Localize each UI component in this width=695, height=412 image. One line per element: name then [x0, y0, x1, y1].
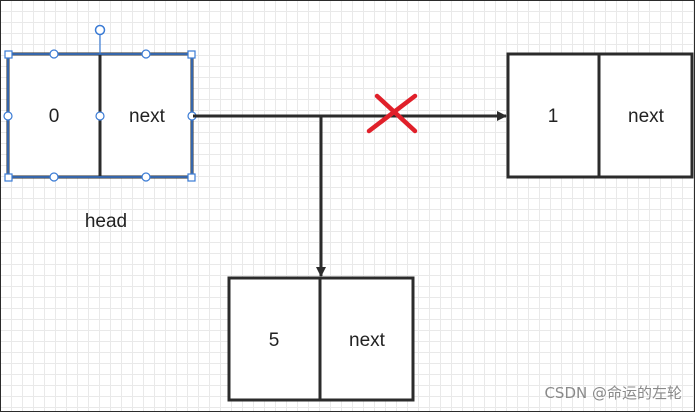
node-five-value: 5 [269, 330, 280, 351]
selection-frame[interactable] [3, 24, 197, 182]
connection-point-bottom-left[interactable] [49, 172, 59, 182]
node-one-value: 1 [548, 106, 559, 127]
node-five[interactable]: 5 next [227, 276, 415, 402]
connection-point-center[interactable] [95, 111, 105, 121]
connection-point-left[interactable] [3, 111, 13, 121]
connection-point-bottom-right[interactable] [141, 172, 151, 182]
cross-icon [366, 93, 418, 134]
rotate-handle[interactable] [94, 24, 106, 36]
connection-point-top-right[interactable] [141, 49, 151, 59]
resize-handle-bottom-left[interactable] [4, 173, 13, 182]
watermark: CSDN @命运的左轮 [544, 384, 682, 402]
resize-handle-top-right[interactable] [187, 50, 196, 59]
node-five-pointer: next [349, 330, 386, 351]
node-one[interactable]: 1 next [506, 52, 694, 179]
head-node-value: 0 [49, 106, 60, 127]
head-node[interactable]: 0 next [6, 52, 194, 179]
head-node-pointer: next [129, 106, 166, 127]
node-one-pointer: next [628, 106, 665, 127]
resize-handle-bottom-right[interactable] [187, 173, 196, 182]
head-label: head [85, 211, 127, 232]
resize-handle-top-left[interactable] [4, 50, 13, 59]
connection-point-top-left[interactable] [49, 49, 59, 59]
